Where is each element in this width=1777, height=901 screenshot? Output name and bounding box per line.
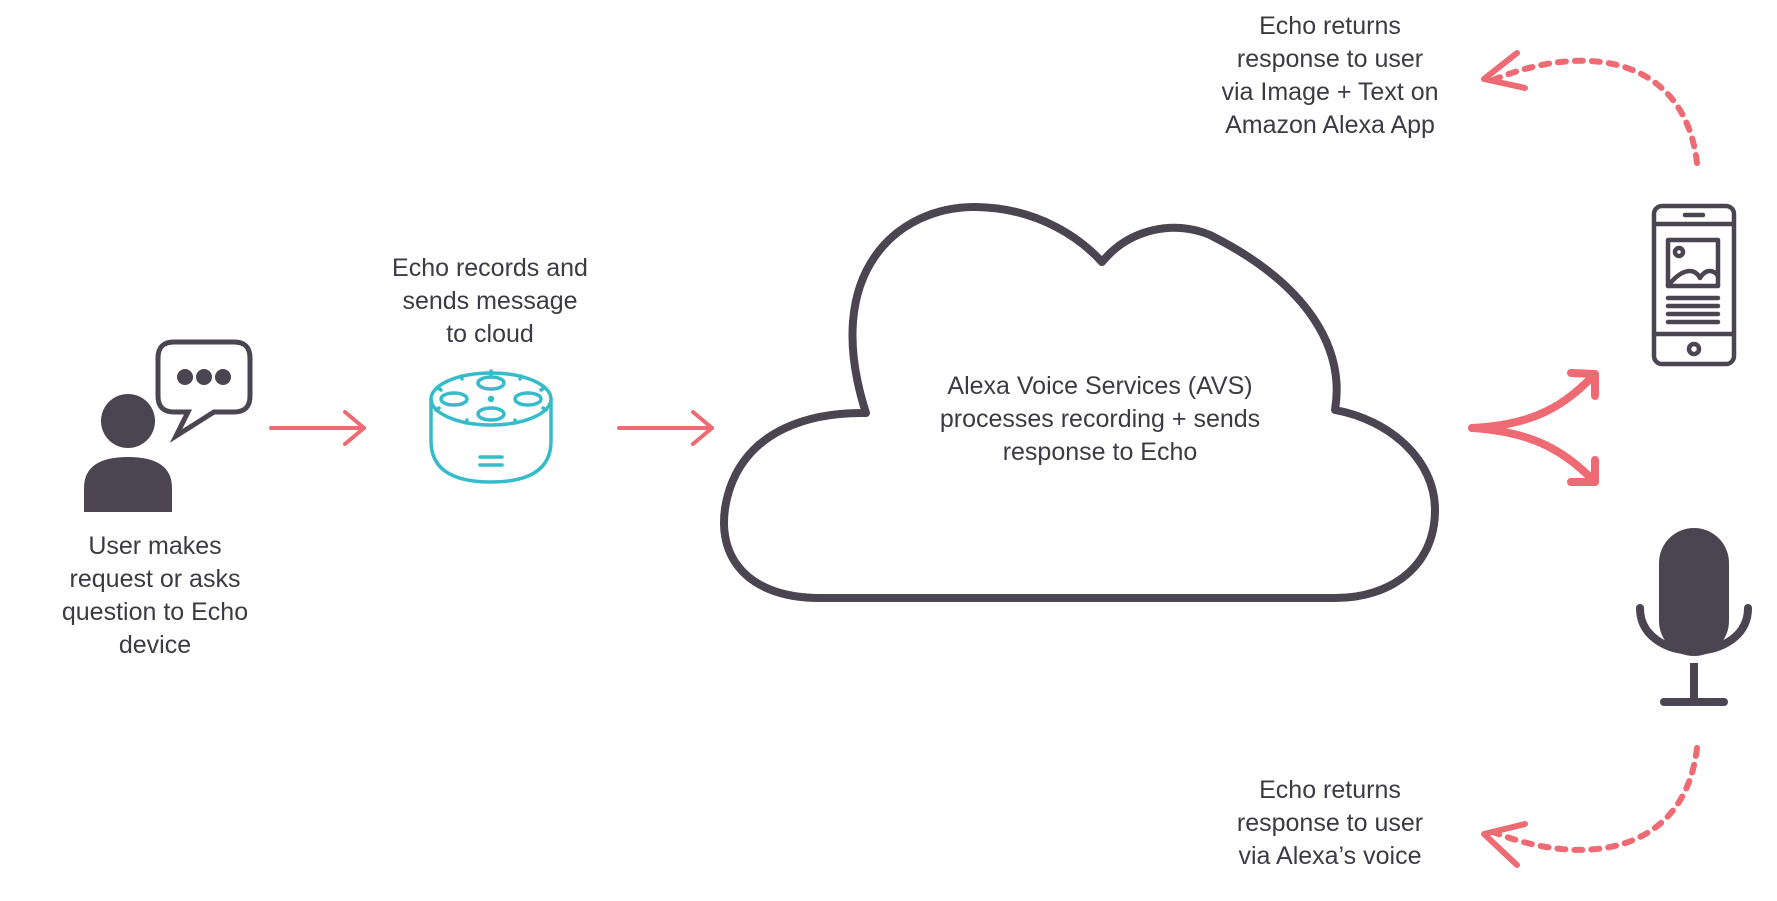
arrow-cloud-to-mic [1468,424,1599,486]
user-head [101,394,155,448]
echo-center-dot [487,395,495,403]
arrow-user-to-echo [269,410,366,446]
echo-label: Echo records and sends message to cloud [392,254,588,348]
speech-dot-1 [177,369,193,385]
app-response-label: Echo returns response to user via Image … [1221,12,1439,139]
arrow-cloud-to-phone [1468,370,1599,432]
phone-image-box [1665,237,1721,289]
microphone-icon [1636,528,1752,706]
user-speech-bubble-icon [84,339,253,512]
arrow-echo-to-cloud [617,410,714,446]
mic-capsule [1659,528,1729,656]
avs-label: Alexa Voice Services (AVS) processes rec… [939,372,1261,466]
phone-frame [1651,203,1737,367]
smartphone-icon [1651,203,1737,367]
arrow-cloud-to-outputs [1468,369,1599,486]
echo-button-2 [439,391,469,407]
speech-dot-3 [215,369,231,385]
echo-body [429,399,553,484]
dotted-arrow-app-response [1481,50,1700,166]
echo-button-3 [513,391,543,407]
user-label: User makes request or asks question to E… [61,532,249,659]
cloud-icon [720,202,1439,602]
mic-cradle [1636,604,1752,655]
voice-response-label: Echo returns response to user via Alexa’… [1236,776,1424,870]
echo-button-1 [476,375,506,391]
echo-dot-icon [429,369,553,484]
echo-button-4 [476,406,506,422]
echo-rim-ticks [434,369,548,425]
phone-home-button [1686,341,1702,357]
speech-dot-2 [196,369,212,385]
speech-bubble [155,339,253,443]
dotted-arrow-voice-response [1481,745,1700,868]
user-body [84,457,172,512]
